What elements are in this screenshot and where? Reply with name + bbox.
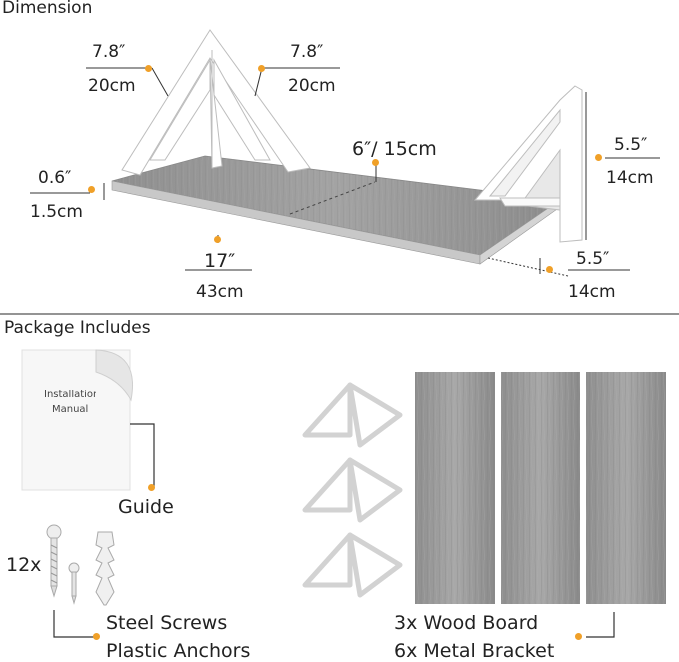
screws-count: 12x [6,554,42,576]
guide-label: Guide [118,496,174,518]
thickness-dim-dot [88,186,95,193]
length-in: 17″ [204,250,236,272]
top-right-height-cm: 20cm [288,76,336,96]
dimension-heading: Dimension [2,0,93,18]
bracket-height-dim-dot [595,154,602,161]
top-left-height-in: 7.8″ [92,42,126,62]
bracket-height-in: 5.5″ [614,135,648,155]
wood-boards-label: 3x Wood Board [394,612,539,634]
metal-brackets-image [302,382,403,598]
plastic-anchors-label: Plastic Anchors [106,640,251,662]
metal-brackets-label: 6x Metal Bracket [394,640,555,662]
left-bracket [121,29,311,176]
steel-screws-label: Steel Screws [106,612,228,634]
guide-dot [148,484,155,491]
shelf-board [111,155,562,265]
depth-label: 6″/ 15cm [352,138,437,160]
top-left-height-cm: 20cm [88,76,136,96]
installation-manual-image [21,349,133,491]
depth-dim-dot [372,159,379,166]
bracket-depth-cm: 14cm [568,282,616,302]
top-right-height-in: 7.8″ [290,42,324,62]
right-bracket [473,85,583,243]
bracket-depth-in: 5.5″ [576,249,610,269]
top-left-dim-dot [145,65,152,72]
length-cm: 43cm [196,282,244,302]
wood-boards-image [415,372,666,604]
manual-text-line2: Manual [52,404,89,415]
thickness-in: 0.6″ [38,168,72,188]
screws-dot [93,633,100,640]
package-heading: Package Includes [4,318,151,338]
manual-text-line1: Installation [44,390,96,400]
length-dim-dot [214,236,221,243]
thickness-cm: 1.5cm [30,202,83,222]
bracket-depth-dim-dot [546,266,553,273]
boards-dot [575,633,582,640]
top-right-dim-dot [258,65,265,72]
bracket-height-cm: 14cm [606,168,654,188]
screws-anchors-image [46,524,115,606]
